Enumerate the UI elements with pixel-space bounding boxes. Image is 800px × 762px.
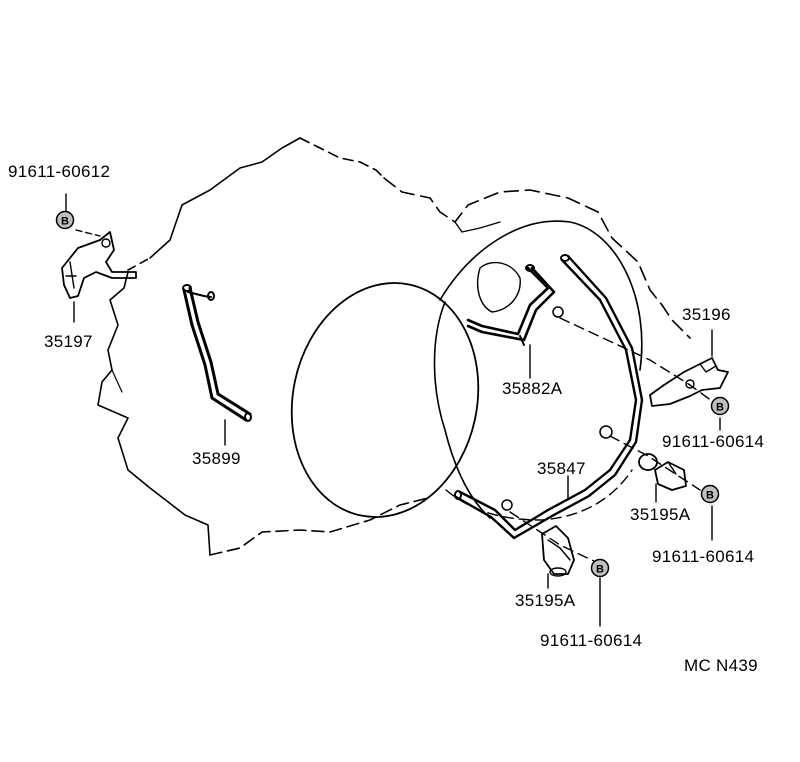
label-clamp-right-mid: 35195A [630,505,691,524]
bolt-marker-right-mid: B [700,484,720,504]
bolt-marker-right-top: B [710,396,730,416]
label-bolt-right-mid: 91611-60614 [652,547,755,566]
svg-text:B: B [596,564,604,576]
tube-35882A [466,264,556,346]
label-clamp-bottom: 35195A [515,591,576,610]
label-tube-center: 35882A [502,379,563,398]
mounting-eyelets [501,306,613,511]
label-clamp-right-top: 35196 [682,305,731,324]
bolt-marker-bottom: B [590,558,610,578]
catalog-code: MC N439 [684,656,758,675]
leader-clamp-right-top [559,317,717,405]
label-tube-left: 35899 [192,449,241,468]
bolt-marker-top-left: B [55,210,75,230]
svg-text:B: B [706,490,714,502]
leader-clamp-bottom [509,511,597,563]
clamp-35197 [61,231,137,299]
label-bolt-right-top: 91611-60614 [662,432,765,451]
label-clamp-left: 35197 [44,332,93,351]
tube-35899 [182,284,252,422]
bell-housing-opening [290,220,643,521]
label-bolt-bottom: 91611-60614 [540,631,643,650]
clamp-35195A-right [638,453,687,491]
label-tube-lower: 35847 [537,459,586,478]
transmission-case-outline [97,137,691,556]
tube-35847 [454,254,644,540]
label-bolt-top-left: 91611-60612 [8,162,111,181]
svg-text:B: B [716,402,724,414]
clamp-35196 [649,357,729,407]
svg-text:B: B [61,216,69,228]
leader-bolt-left [75,229,101,237]
clamp-35195A-bottom [541,525,575,577]
leader-clamp-right-mid [609,435,701,491]
